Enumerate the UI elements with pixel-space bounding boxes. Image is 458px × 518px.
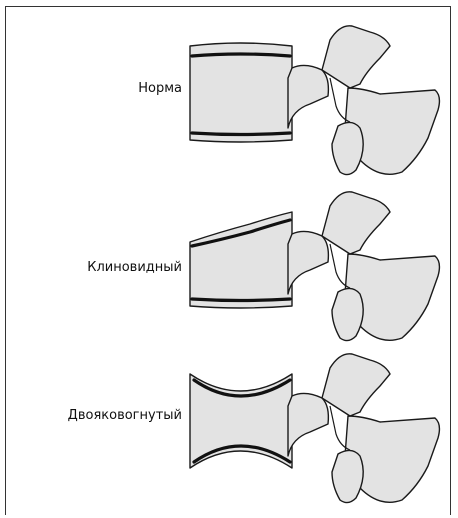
vertebra-biconcave (180, 346, 448, 506)
vertebral-body (190, 43, 292, 142)
inferior-endplate (192, 299, 290, 301)
inferior-articular-process (332, 288, 363, 340)
label-klinovidny: Клиновидный (87, 260, 182, 276)
superior-articular-process (322, 192, 390, 254)
superior-articular-process (322, 26, 390, 88)
inferior-articular-process (332, 122, 363, 174)
vertebra-normal (180, 18, 448, 178)
label-dvoyakovognuty: Двояковогнутый (68, 408, 182, 424)
superior-articular-process (322, 354, 390, 416)
inferior-endplate (192, 133, 290, 135)
label-norma: Норма (138, 81, 182, 97)
vertebral-body (190, 212, 292, 308)
inferior-articular-process (332, 450, 363, 502)
pedicle (288, 231, 328, 294)
pedicle (288, 65, 328, 128)
pedicle (288, 393, 328, 456)
vertebra-wedge (180, 184, 448, 344)
